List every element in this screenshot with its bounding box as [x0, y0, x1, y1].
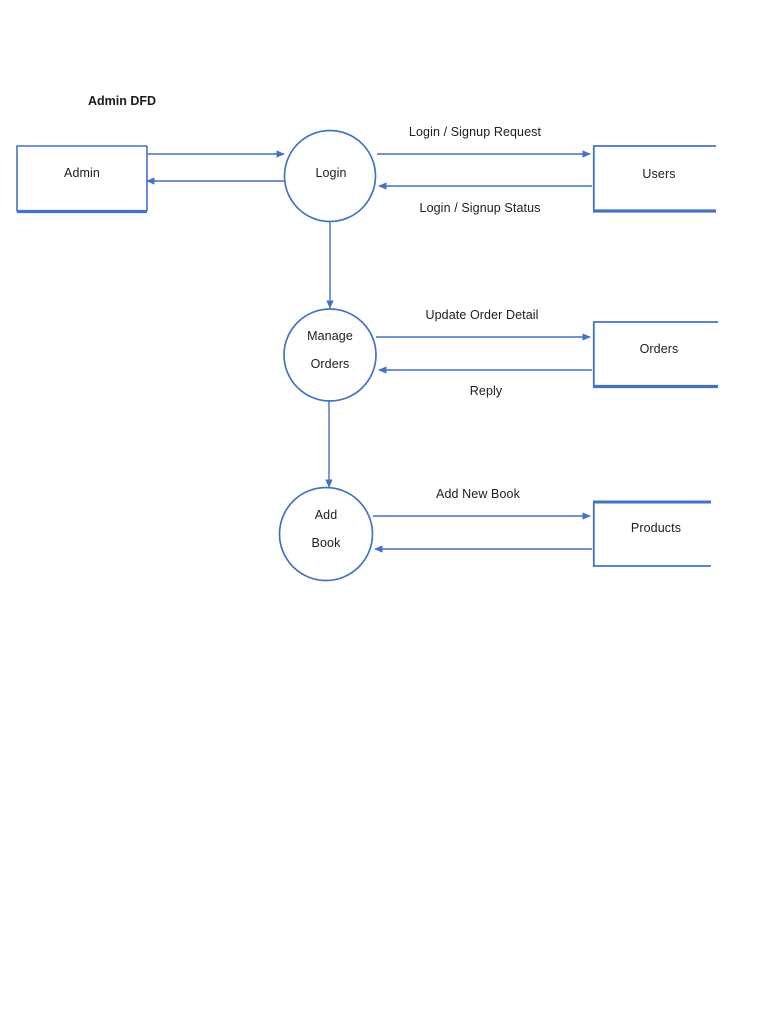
- entity-users: [592, 145, 716, 213]
- process-add-book: [278, 486, 374, 582]
- process-add-book-label-line1: Add: [314, 508, 338, 522]
- entity-orders: [592, 321, 718, 389]
- entity-products: [592, 500, 711, 567]
- process-manage-orders-label-line2: Orders: [310, 357, 350, 371]
- process-login-label: Login: [315, 166, 347, 180]
- entity-users-label: Users: [642, 167, 676, 181]
- flow-users-to-login-label: Login / Signup Status: [419, 201, 541, 215]
- entity-products-label: Products: [630, 521, 682, 535]
- flow-orders-to-manage-orders-label: Reply: [469, 384, 503, 398]
- flow-manage-orders-to-orders-label: Update Order Detail: [425, 308, 539, 322]
- flow-add-book-to-products-label: Add New Book: [436, 487, 520, 501]
- diagram-title: Admin DFD: [88, 94, 157, 108]
- entity-admin: [16, 145, 148, 214]
- entity-orders-label: Orders: [639, 342, 679, 356]
- flow-login-to-users-label: Login / Signup Request: [408, 125, 542, 139]
- process-add-book-label-line2: Book: [311, 536, 341, 550]
- process-manage-orders: [283, 308, 377, 402]
- entity-admin-label: Admin: [64, 166, 100, 180]
- process-manage-orders-label-line1: Manage: [307, 329, 353, 343]
